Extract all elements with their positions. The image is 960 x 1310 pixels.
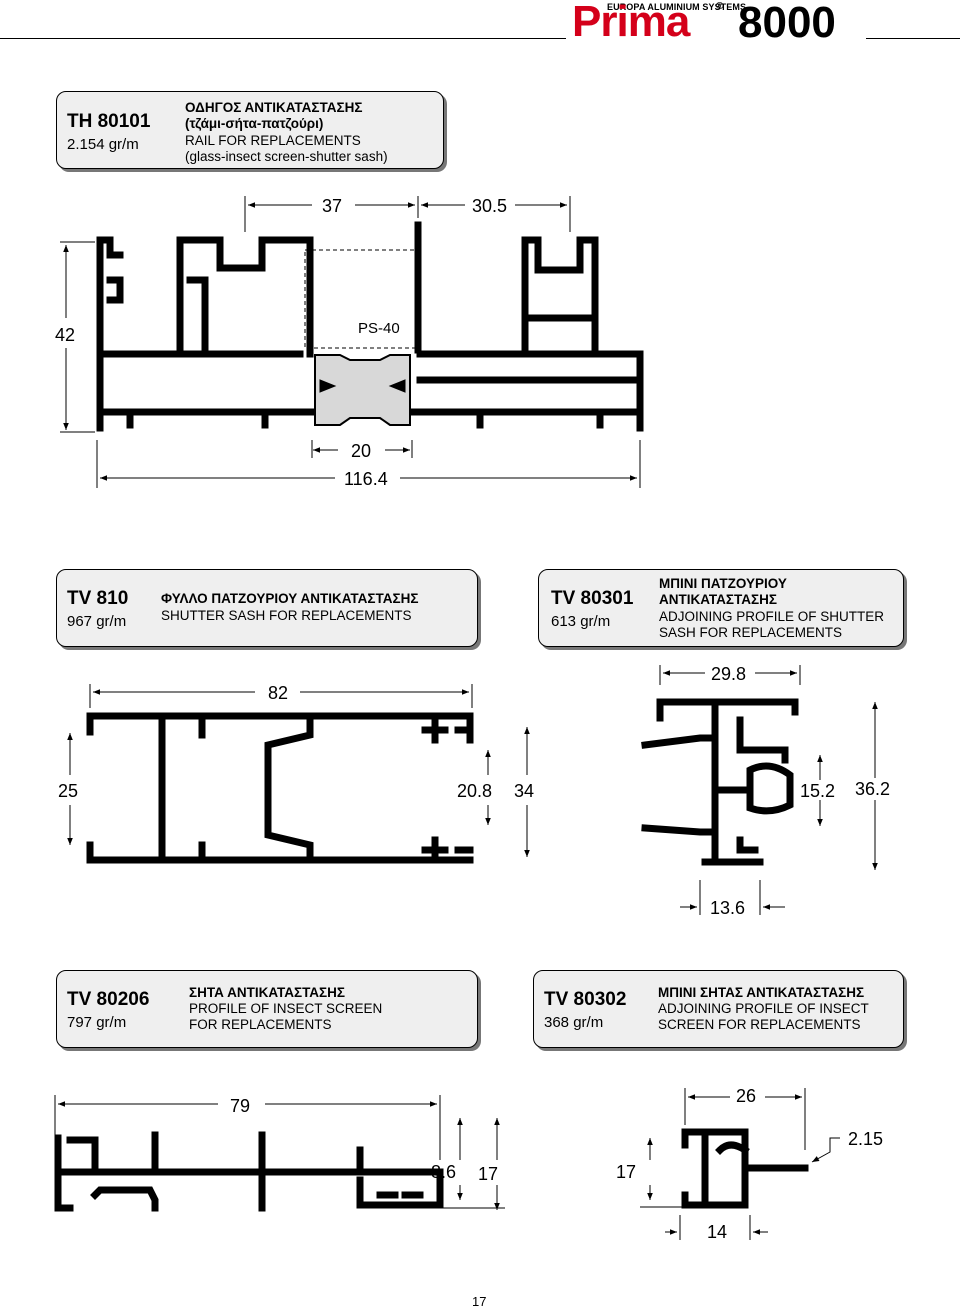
profile-desc-en: SHUTTER SASH FOR REPLACEMENTS xyxy=(161,608,412,623)
profile-desc-en2: SASH FOR REPLACEMENTS xyxy=(659,625,843,640)
brand-logo-name: Prima xyxy=(572,0,690,46)
dim-tv80206-inner: 8.6 xyxy=(431,1162,456,1182)
dim-tv810-outer: 34 xyxy=(514,781,534,801)
brand-company: EUROPA ALUMINIUM SYSTEMS xyxy=(607,2,747,12)
profile-title-gr2: (τζάμι-σήτα-πατζούρι) xyxy=(185,116,324,131)
header-rule-right xyxy=(866,38,960,39)
profile-title-gr: ΜΠΙΝΙ ΠΑΤΖΟΥΡΙΟΥ xyxy=(659,576,787,591)
profile-card-tv80206: TV 80206 797 gr/m ΣΗΤΑ ΑΝΤΙΚΑΤΑΣΤΑΣΗΣ PR… xyxy=(56,970,478,1048)
profile-title-gr2: ΑΝΤΙΚΑΤΑΣΤΑΣΗΣ xyxy=(659,592,777,607)
dim-tv80302-lip: 2.15 xyxy=(848,1129,883,1149)
profile-card-tv810: TV 810 967 gr/m ΦΥΛΛΟ ΠΑΤΖΟΥΡΙΟΥ ΑΝΤΙΚΑΤ… xyxy=(56,569,478,647)
dim-th80101-gasket: PS-40 xyxy=(358,320,400,337)
profile-code: TV 810 xyxy=(67,588,129,609)
profile-weight: 967 gr/m xyxy=(67,613,127,630)
profile-desc-en2: SCREEN FOR REPLACEMENTS xyxy=(658,1017,861,1032)
brand-registered-mark: ® xyxy=(716,1,724,12)
drawing-tv80302 xyxy=(640,1088,840,1240)
profile-desc-en: ADJOINING PROFILE OF SHUTTER xyxy=(659,609,885,624)
profile-desc-en2: FOR REPLACEMENTS xyxy=(189,1017,332,1032)
dim-tv80302-height: 17 xyxy=(616,1162,636,1182)
profile-title-gr: ΣΗΤΑ ΑΝΤΙΚΑΤΑΣΤΑΣΗΣ xyxy=(189,985,346,1000)
profile-desc-en: RAIL FOR REPLACEMENTS xyxy=(185,133,361,148)
dim-tv80302-width: 26 xyxy=(736,1086,756,1106)
dim-tv810-height: 25 xyxy=(58,781,78,801)
dim-th80101-b: 30.5 xyxy=(472,196,507,216)
dim-th80101-a: 37 xyxy=(322,196,342,216)
drawing-th80101 xyxy=(60,196,644,488)
profile-card-th80101: TH 80101 2.154 gr/m ΟΔΗΓΟΣ ΑΝΤΙΚΑΤΑΣΤΑΣΗ… xyxy=(56,91,444,169)
drawing-tv810 xyxy=(67,684,530,864)
profile-card-tv80302: TV 80302 368 gr/m ΜΠΙΝΙ ΣΗΤΑΣ ΑΝΤΙΚΑΤΑΣΤ… xyxy=(533,970,904,1048)
dim-tv80302-bottom: 14 xyxy=(707,1222,727,1242)
dim-tv80206-height: 17 xyxy=(478,1164,498,1184)
profile-weight: 2.154 gr/m xyxy=(67,136,139,153)
dim-th80101-width: 116.4 xyxy=(344,469,388,489)
profile-code: TV 80301 xyxy=(551,588,634,609)
profile-card-tv80301: TV 80301 613 gr/m ΜΠΙΝΙ ΠΑΤΖΟΥΡΙΟΥ ΑΝΤΙΚ… xyxy=(538,569,904,647)
profile-desc-en2: (glass-insect screen-shutter sash) xyxy=(185,149,388,164)
profile-desc-en: ADJOINING PROFILE OF INSECT xyxy=(658,1001,869,1016)
profile-code: TV 80206 xyxy=(67,989,150,1010)
dim-th80101-height: 42 xyxy=(55,325,75,345)
profile-desc-en: PROFILE OF INSECT SCREEN xyxy=(189,1001,383,1016)
profile-code: TH 80101 xyxy=(67,111,151,132)
drawing-tv80206 xyxy=(54,1095,505,1212)
profile-title-gr: ΦΥΛΛΟ ΠΑΤΖΟΥΡΙΟΥ ΑΝΤΙΚΑΤΑΣΤΑΣΗΣ xyxy=(161,591,419,606)
dim-th80101-gap: 20 xyxy=(351,441,371,461)
profile-weight: 797 gr/m xyxy=(67,1014,127,1031)
header-rule-left xyxy=(0,38,566,39)
dim-tv80301-width: 29.8 xyxy=(711,664,746,684)
page-number: 17 xyxy=(472,1294,487,1309)
profile-weight: 613 gr/m xyxy=(551,613,611,630)
profile-code: TV 80302 xyxy=(544,989,627,1010)
profile-weight: 368 gr/m xyxy=(544,1014,604,1031)
dim-tv810-inner: 20.8 xyxy=(457,781,492,801)
brand-series: 8000 xyxy=(738,0,836,47)
drawing-tv80301 xyxy=(641,665,878,915)
profile-title-gr: ΜΠΙΝΙ ΣΗΤΑΣ ΑΝΤΙΚΑΤΑΣΤΑΣΗΣ xyxy=(658,985,865,1000)
dim-tv80301-height: 36.2 xyxy=(855,779,890,799)
dim-tv80301-bottom: 13.6 xyxy=(710,898,745,918)
dim-tv80206-width: 79 xyxy=(230,1096,250,1116)
dim-tv80301-inner: 15.2 xyxy=(800,781,835,801)
dim-tv810-width: 82 xyxy=(268,683,288,703)
profile-title-gr: ΟΔΗΓΟΣ ΑΝΤΙΚΑΤΑΣΤΑΣΗΣ xyxy=(185,100,363,115)
